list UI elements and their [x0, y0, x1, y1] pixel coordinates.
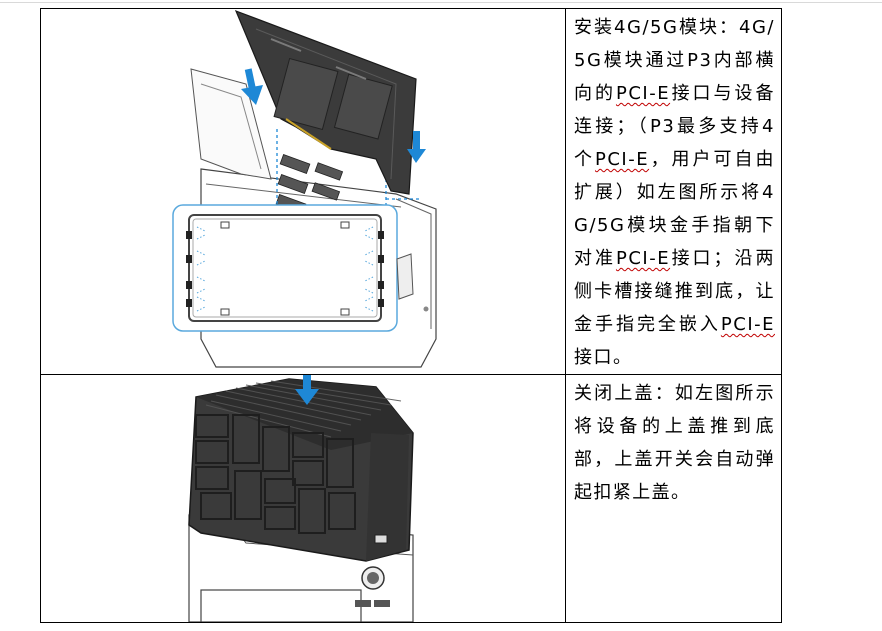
install-module-description: 安装4G/5G模块：4G/5G模块通过P3内部横向的PCI-E接口与设备连接；（… — [566, 9, 781, 374]
push-down-arrow-left-icon — [241, 68, 263, 105]
text-cell-install-module: 安装4G/5G模块：4G/5G模块通过P3内部横向的PCI-E接口与设备连接；（… — [565, 8, 782, 375]
description-text: 接口。 — [574, 347, 633, 368]
image-cell-close-cover — [40, 374, 566, 623]
pci-e-term: PCI-E — [615, 248, 671, 269]
description-text: 接口；沿两侧卡槽接缝推到底，让金手指完全嵌入 — [574, 248, 775, 335]
description-text: 接口与设备连接；（P3最多支持4个 — [574, 83, 775, 170]
pci-e-term: PCI-E — [615, 83, 671, 104]
device-install-4g5g-module-illustration — [172, 9, 437, 368]
instruction-table: 安装4G/5G模块：4G/5G模块通过P3内部横向的PCI-E接口与设备连接；（… — [40, 8, 782, 623]
pci-e-term: PCI-E — [594, 149, 650, 170]
image-cell-install-module — [40, 8, 566, 375]
push-down-arrow-icon — [295, 375, 319, 405]
table-row-close-cover: 关闭上盖：如左图所示将设备的上盖推到底部，上盖开关会自动弹起扣紧上盖。 — [40, 374, 782, 623]
device-close-top-cover-illustration — [188, 375, 414, 622]
text-cell-close-cover: 关闭上盖：如左图所示将设备的上盖推到底部，上盖开关会自动弹起扣紧上盖。 — [565, 374, 782, 623]
module-detail-callout — [172, 204, 398, 332]
pci-e-term: PCI-E — [720, 314, 775, 335]
description-text: 关闭上盖：如左图所示将设备的上盖推到底部，上盖开关会自动弹起扣紧上盖。 — [574, 383, 775, 503]
table-row-install-module: 安装4G/5G模块：4G/5G模块通过P3内部横向的PCI-E接口与设备连接；（… — [40, 8, 782, 375]
description-text: ，用户可自由扩展）如左图所示将4G/5G模块金手指朝下对准 — [574, 149, 775, 269]
4g5g-module-card — [234, 9, 417, 195]
top-cover — [188, 378, 414, 562]
close-cover-description: 关闭上盖：如左图所示将设备的上盖推到底部，上盖开关会自动弹起扣紧上盖。 — [566, 375, 781, 509]
page-top-border — [0, 2, 882, 3]
description-text: 安装4G/5G模块：4G/5G模块通过P3内部横向的 — [574, 17, 775, 104]
push-down-arrow-right-icon — [407, 131, 426, 163]
